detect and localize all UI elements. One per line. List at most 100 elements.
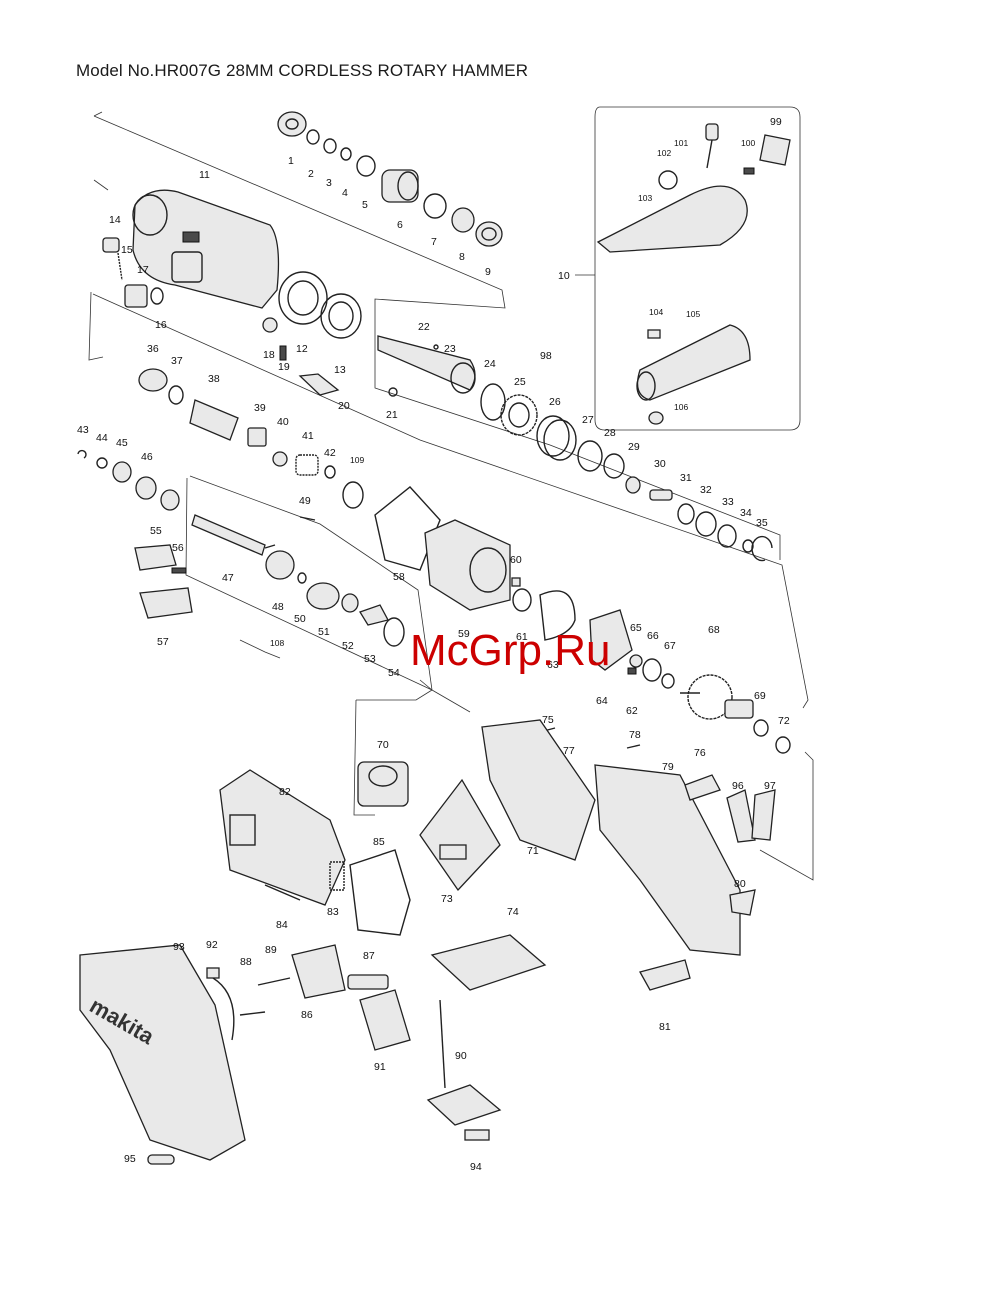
part-97-plate bbox=[751, 789, 776, 841]
part-109-oring bbox=[342, 481, 364, 509]
callout-84: 84 bbox=[276, 919, 288, 931]
callout-90: 90 bbox=[455, 1050, 467, 1062]
callout-14: 14 bbox=[109, 214, 121, 226]
callout-74: 74 bbox=[507, 906, 519, 918]
part-30-pin bbox=[649, 489, 673, 501]
part-35-circlip bbox=[751, 535, 773, 562]
part-43-clip bbox=[77, 449, 87, 459]
part-12-sleeve bbox=[278, 271, 328, 325]
callout-104: 104 bbox=[649, 307, 663, 317]
callout-99: 99 bbox=[770, 116, 782, 128]
part-27-ring bbox=[577, 440, 603, 472]
part-5-ring bbox=[356, 155, 376, 177]
part-56-spring bbox=[171, 567, 187, 574]
callout-108: 108 bbox=[270, 638, 284, 648]
callout-26: 26 bbox=[549, 396, 561, 408]
part-8-ring bbox=[451, 207, 475, 233]
callout-37: 37 bbox=[171, 355, 183, 367]
watermark-text: McGrp.Ru bbox=[410, 626, 610, 675]
part-44-washer bbox=[96, 457, 108, 469]
part-96-plate bbox=[726, 789, 756, 843]
part-76-clip bbox=[684, 774, 721, 801]
callout-88: 88 bbox=[240, 956, 252, 968]
part-59-gear-housing bbox=[424, 519, 511, 611]
callout-87: 87 bbox=[363, 950, 375, 962]
part-79-housing-half bbox=[594, 764, 741, 956]
part-17-block bbox=[124, 284, 148, 308]
part-45-gear bbox=[112, 461, 132, 483]
part-66-bearing bbox=[642, 658, 662, 682]
callout-69: 69 bbox=[754, 690, 766, 702]
part-26-spring bbox=[536, 415, 577, 461]
callout-3: 3 bbox=[326, 177, 332, 189]
part-64-housing bbox=[589, 609, 633, 671]
callout-55: 55 bbox=[150, 525, 162, 537]
part-29-ring bbox=[625, 476, 641, 494]
callout-47: 47 bbox=[222, 572, 234, 584]
part-94-label bbox=[464, 1129, 490, 1141]
callout-29: 29 bbox=[628, 441, 640, 453]
callout-77: 77 bbox=[563, 745, 575, 757]
part-41-spring bbox=[295, 454, 319, 476]
part-42-ring bbox=[324, 465, 336, 479]
callout-91: 91 bbox=[374, 1061, 386, 1073]
part-73-switch bbox=[439, 844, 467, 860]
part-6-sleeve bbox=[381, 169, 419, 203]
callout-34: 34 bbox=[740, 507, 752, 519]
part-4-ring bbox=[340, 147, 352, 161]
part-31-ring bbox=[677, 503, 695, 525]
part-51-plate bbox=[306, 582, 340, 610]
callout-54: 54 bbox=[388, 667, 400, 679]
part-93-handle-housing: makita bbox=[79, 944, 246, 1161]
part-69-bearing bbox=[753, 719, 769, 737]
callout-17: 17 bbox=[137, 264, 149, 276]
part-48-swash bbox=[265, 550, 295, 580]
callout-15: 15 bbox=[121, 244, 133, 256]
part-83-spring bbox=[329, 861, 345, 891]
callout-10: 10 bbox=[558, 270, 570, 282]
part-57-plate bbox=[139, 587, 193, 619]
part-104-pin bbox=[647, 329, 661, 339]
callout-45: 45 bbox=[116, 437, 128, 449]
part-65-ring bbox=[629, 654, 643, 668]
part-7-ring bbox=[423, 193, 447, 219]
callout-19: 19 bbox=[278, 361, 290, 373]
callout-13: 13 bbox=[334, 364, 346, 376]
part-37-oring bbox=[168, 385, 184, 405]
callout-103: 103 bbox=[638, 193, 652, 203]
callout-6: 6 bbox=[397, 219, 403, 231]
callout-64: 64 bbox=[596, 695, 608, 707]
part-103-band bbox=[596, 185, 748, 253]
assembly-guide-lines bbox=[88, 106, 814, 881]
part-85-gasket bbox=[349, 849, 411, 936]
callout-50: 50 bbox=[294, 613, 306, 625]
callout-18: 18 bbox=[263, 349, 275, 361]
callout-12: 12 bbox=[296, 343, 308, 355]
callout-40: 40 bbox=[277, 416, 289, 428]
callout-22: 22 bbox=[418, 321, 430, 333]
callout-32: 32 bbox=[700, 484, 712, 496]
part-1-cap bbox=[277, 111, 307, 137]
callout-42: 42 bbox=[324, 447, 336, 459]
callout-36: 36 bbox=[147, 343, 159, 355]
callout-105: 105 bbox=[686, 309, 700, 319]
callout-89: 89 bbox=[265, 944, 277, 956]
callout-61: 61 bbox=[516, 631, 528, 643]
part-92-lamp bbox=[206, 967, 235, 1041]
callout-66: 66 bbox=[647, 630, 659, 642]
callout-39: 39 bbox=[254, 402, 266, 414]
part-shapes: makita bbox=[77, 111, 791, 1165]
part-2-ring bbox=[306, 129, 320, 145]
part-67-ring bbox=[661, 673, 675, 689]
callout-83: 83 bbox=[327, 906, 339, 918]
callout-5: 5 bbox=[362, 199, 368, 211]
callout-21: 21 bbox=[386, 409, 398, 421]
callout-73: 73 bbox=[441, 893, 453, 905]
part-33-ring bbox=[717, 524, 737, 548]
callout-92: 92 bbox=[206, 939, 218, 951]
callout-52: 52 bbox=[342, 640, 354, 652]
callout-11: 11 bbox=[199, 169, 210, 181]
part-84-screw bbox=[264, 884, 301, 901]
part-23-pin bbox=[433, 344, 439, 350]
callout-76: 76 bbox=[694, 747, 706, 759]
